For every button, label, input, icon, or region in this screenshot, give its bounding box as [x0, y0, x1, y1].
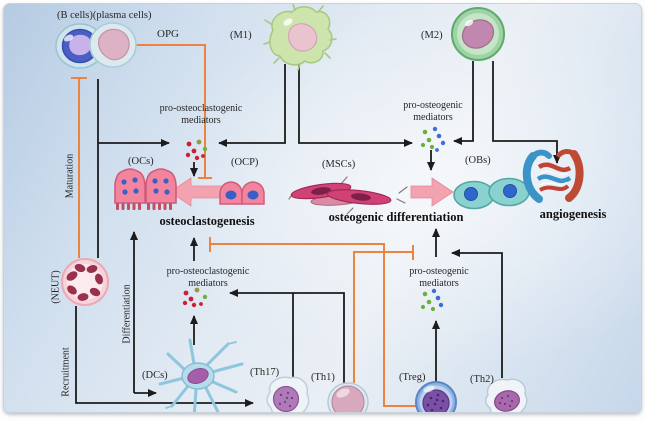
opg-inhibition-line	[133, 44, 206, 177]
treg-inhibition-line	[211, 243, 418, 407]
neutrophil-illustration	[61, 258, 109, 306]
th1-cell-illustration	[327, 382, 369, 412]
pro-osteoclastogenic-mediators-bottom-label: pro-osteoclastogenic mediators	[166, 266, 250, 289]
ocp-label: (OCP)	[231, 157, 259, 168]
obs-label: (OBs)	[465, 155, 491, 166]
m2-macrophage-illustration	[451, 7, 505, 61]
mscs-label: (MSCs)	[322, 159, 356, 170]
m2-to-og-mediators-arrow	[453, 61, 474, 145]
m1-to-oc-mediators-arrow	[218, 64, 286, 147]
osteogenic-differentiation-arrow	[410, 177, 454, 207]
pro-osteoclastogenic-dots-top	[185, 139, 208, 161]
m1-to-og-mediators-arrow	[298, 64, 413, 147]
osteoclastogenesis-title: osteoclastogenesis	[159, 214, 255, 228]
osteoclasts-illustration	[114, 168, 177, 210]
inhibition-lines	[71, 44, 418, 407]
m1-label: (M1)	[230, 30, 252, 41]
th17-label: (Th17)	[250, 367, 280, 378]
pro-osteoclastogenic-dots-bottom	[182, 287, 208, 308]
angiogenesis-title: angiogenesis	[539, 207, 607, 221]
dcs-label: (DCs)	[142, 370, 168, 381]
th1-inhibition-line	[353, 251, 412, 383]
osteoclast-precursors-illustration	[219, 181, 265, 205]
th1-label: (Th1)	[311, 372, 335, 383]
mscs-illustration	[288, 176, 408, 215]
th2-to-og-mediators2-arrow	[451, 249, 503, 378]
th2-label: (Th2)	[470, 374, 494, 385]
maturation-label: Maturation	[64, 153, 76, 199]
neut-label: (NEUT)	[50, 270, 62, 304]
treg-label: (Treg)	[399, 372, 426, 383]
m2-label: (M2)	[421, 30, 443, 41]
osteogenic-differentiation-title: osteogenic differentiation	[328, 210, 464, 224]
m1-macrophage-illustration	[263, 4, 337, 71]
treg-cell-illustration	[415, 381, 457, 412]
recruitment-label: Recruitment	[60, 347, 72, 397]
blood-vessels-illustration	[522, 149, 584, 203]
differentiation-label: Differentiation	[121, 284, 133, 344]
th17-cell-illustration	[266, 376, 310, 412]
th2-cell-illustration	[484, 378, 528, 412]
opg-label: OPG	[157, 28, 180, 40]
osteoblasts-illustration	[453, 177, 530, 210]
pro-osteogenic-mediators-bottom-label: pro-osteogenic mediators	[409, 266, 469, 289]
dendritic-cell-illustration	[158, 338, 244, 412]
plasma-cell-illustration	[89, 22, 137, 68]
th1-to-oc-mediators2-arrow	[229, 289, 345, 383]
ocs-label: (OCs)	[128, 156, 154, 167]
pro-osteogenic-dots-bottom	[420, 288, 444, 312]
pro-osteogenic-mediators-top-label: pro-osteogenic mediators	[403, 100, 463, 123]
diagram-panel: (B cells)(plasma cells) OPG (M1) (M2) pr…	[3, 3, 642, 413]
activation-arrows	[75, 61, 561, 407]
b-plasma-label: (B cells)(plasma cells)	[57, 10, 152, 21]
pro-osteogenic-dots-top	[420, 126, 446, 152]
m2-to-angiogenesis-arrow	[492, 61, 561, 164]
pro-osteoclastogenic-mediators-top-label: pro-osteoclastogenic mediators	[159, 103, 243, 126]
diagram-canvas	[55, 4, 584, 412]
